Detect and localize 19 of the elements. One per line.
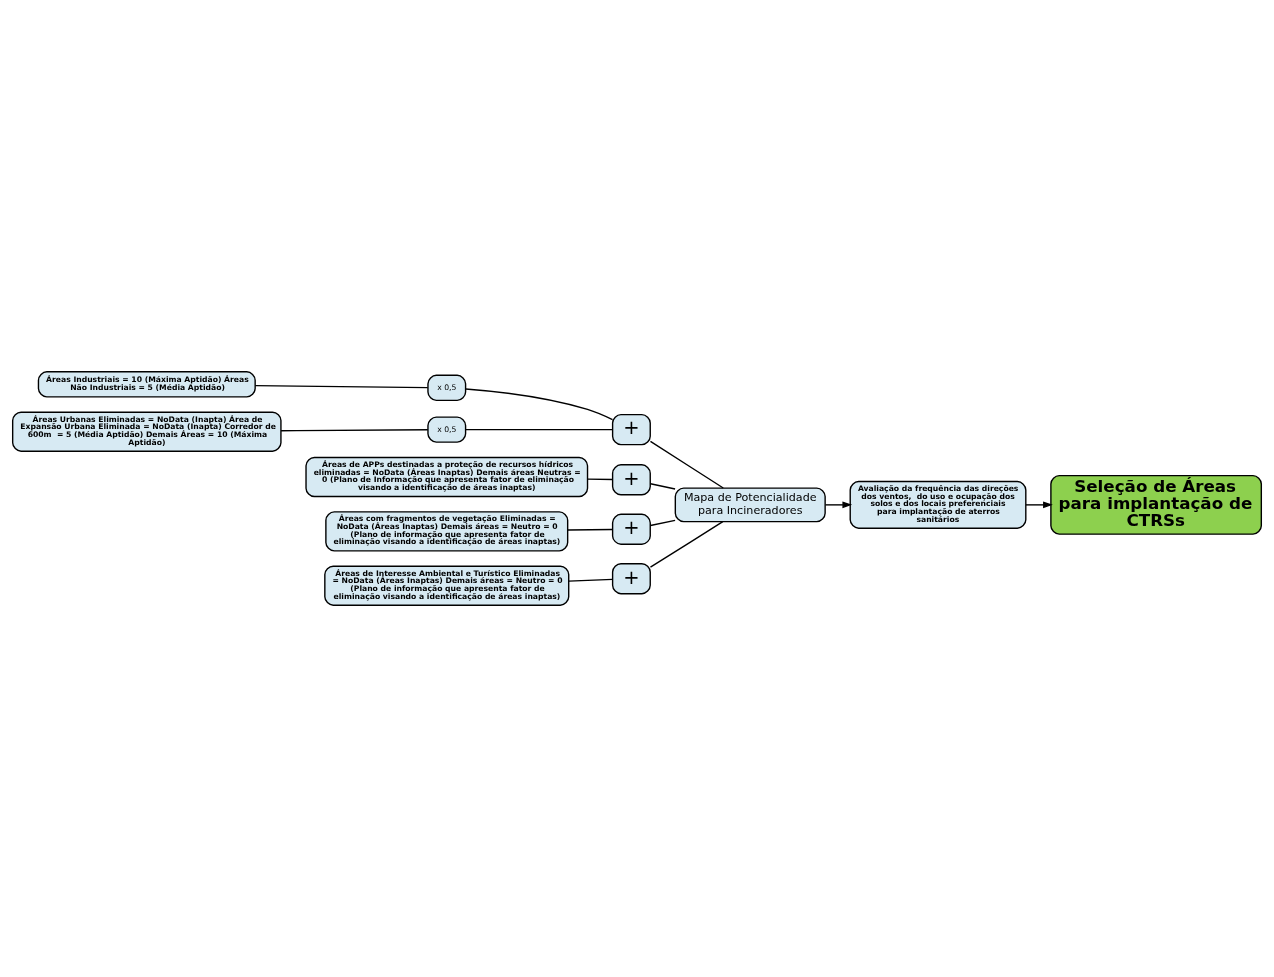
connector xyxy=(465,428,614,431)
arrow xyxy=(1025,501,1053,509)
connector xyxy=(568,578,614,582)
connector xyxy=(649,519,676,527)
connector xyxy=(649,440,724,489)
node-box: + xyxy=(611,563,651,595)
node-box: Seleção de Áreas para implantação de CTRSs xyxy=(1050,474,1263,535)
arrow xyxy=(824,501,853,509)
connector xyxy=(465,388,614,421)
node-box: + xyxy=(611,413,651,446)
connector xyxy=(649,521,724,568)
connector xyxy=(586,478,614,481)
node-box: + xyxy=(611,464,651,496)
connector xyxy=(567,528,614,531)
connector xyxy=(649,483,676,490)
connector xyxy=(254,384,429,389)
node-box: Mapa de Potencialidade para Incineradores xyxy=(674,487,826,523)
node-box: + xyxy=(611,513,651,545)
connector xyxy=(280,429,429,432)
